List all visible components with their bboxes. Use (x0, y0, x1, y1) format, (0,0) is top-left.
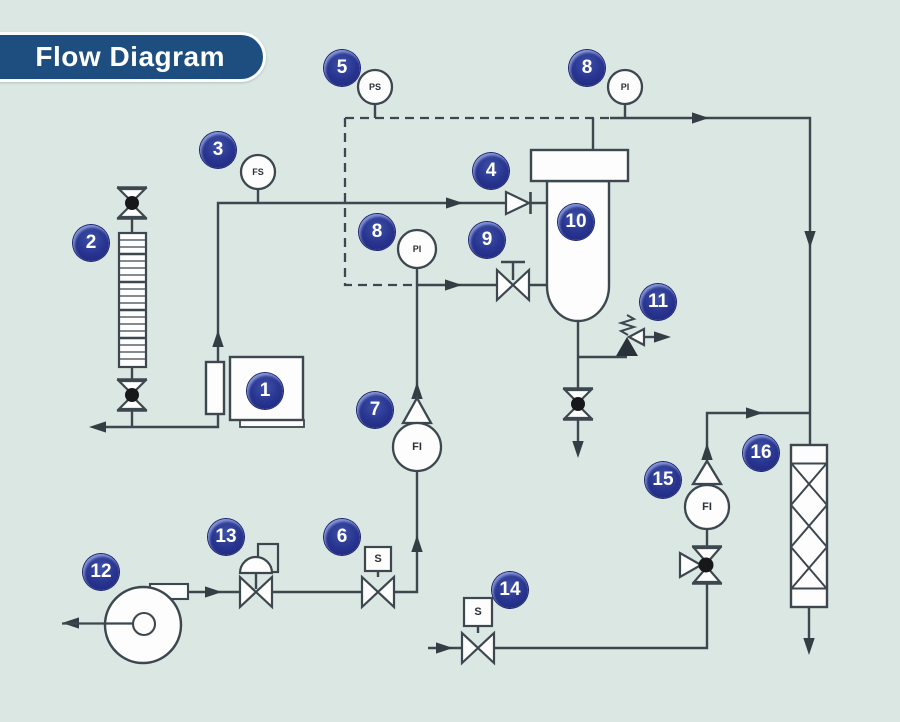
item-badge-6: 6 (324, 519, 360, 555)
solenoid-6-label: S (374, 553, 382, 565)
gauges (239, 68, 731, 531)
fs-gauge (239, 153, 277, 191)
item-badge-12: 12 (83, 554, 119, 590)
solenoid-14-label: S (474, 606, 482, 618)
pi-gauge-mid-label: PI (412, 244, 422, 254)
fi-gauge-7-label: FI (412, 441, 422, 453)
item-badge-8-top: 8 (569, 50, 605, 86)
diaphragm-valve (238, 542, 280, 610)
compressor-unit (204, 355, 305, 428)
fs-gauge-label: FS (252, 167, 264, 177)
relief-valve (616, 314, 646, 356)
item-badge-5: 5 (324, 50, 360, 86)
item-badge-13: 13 (208, 519, 244, 555)
item-badge-15: 15 (645, 462, 681, 498)
packed-column (789, 443, 829, 609)
ps-gauge (356, 68, 394, 106)
item-badge-10: 10 (558, 204, 594, 240)
signal-lines (343, 116, 610, 287)
check-valve (504, 190, 532, 216)
item-badge-4: 4 (473, 153, 509, 189)
blower (62, 582, 190, 665)
process-pipes (95, 104, 812, 650)
item-badge-16: 16 (743, 435, 779, 471)
page-title: Flow Diagram (35, 41, 225, 72)
fi-gauge-15-label: FI (702, 501, 712, 513)
fi15-cone (690, 458, 724, 486)
ps-gauge-label: PS (368, 82, 382, 92)
item-badge-7: 7 (357, 392, 393, 428)
pi-gauge-top-label: PI (620, 82, 630, 92)
item-badge-9: 9 (469, 222, 505, 258)
item-badge-11: 11 (640, 284, 676, 320)
flow-arrows (62, 112, 816, 655)
drain-valve (562, 387, 594, 421)
item-badge-2: 2 (73, 225, 109, 261)
pi-gauge-top (606, 68, 644, 106)
fi7-cone (401, 395, 433, 425)
solenoid-valve-14 (460, 596, 496, 666)
fi-gauge-15 (683, 483, 731, 531)
rotameter-column (117, 231, 148, 369)
item-badge-3: 3 (200, 132, 236, 168)
three-way-valve (678, 545, 723, 585)
item-badge-8-mid: 8 (359, 214, 395, 250)
item-badge-14: 14 (492, 572, 528, 608)
fi-gauge-7 (391, 421, 443, 473)
column-bottom-valve (116, 378, 148, 412)
column-top-valve (116, 186, 148, 220)
item-badge-1: 1 (247, 373, 283, 409)
pi-gauge-mid (396, 228, 438, 270)
title-banner: Flow Diagram (0, 32, 266, 82)
globe-valve (495, 267, 531, 303)
solenoid-valve-6 (360, 545, 396, 610)
